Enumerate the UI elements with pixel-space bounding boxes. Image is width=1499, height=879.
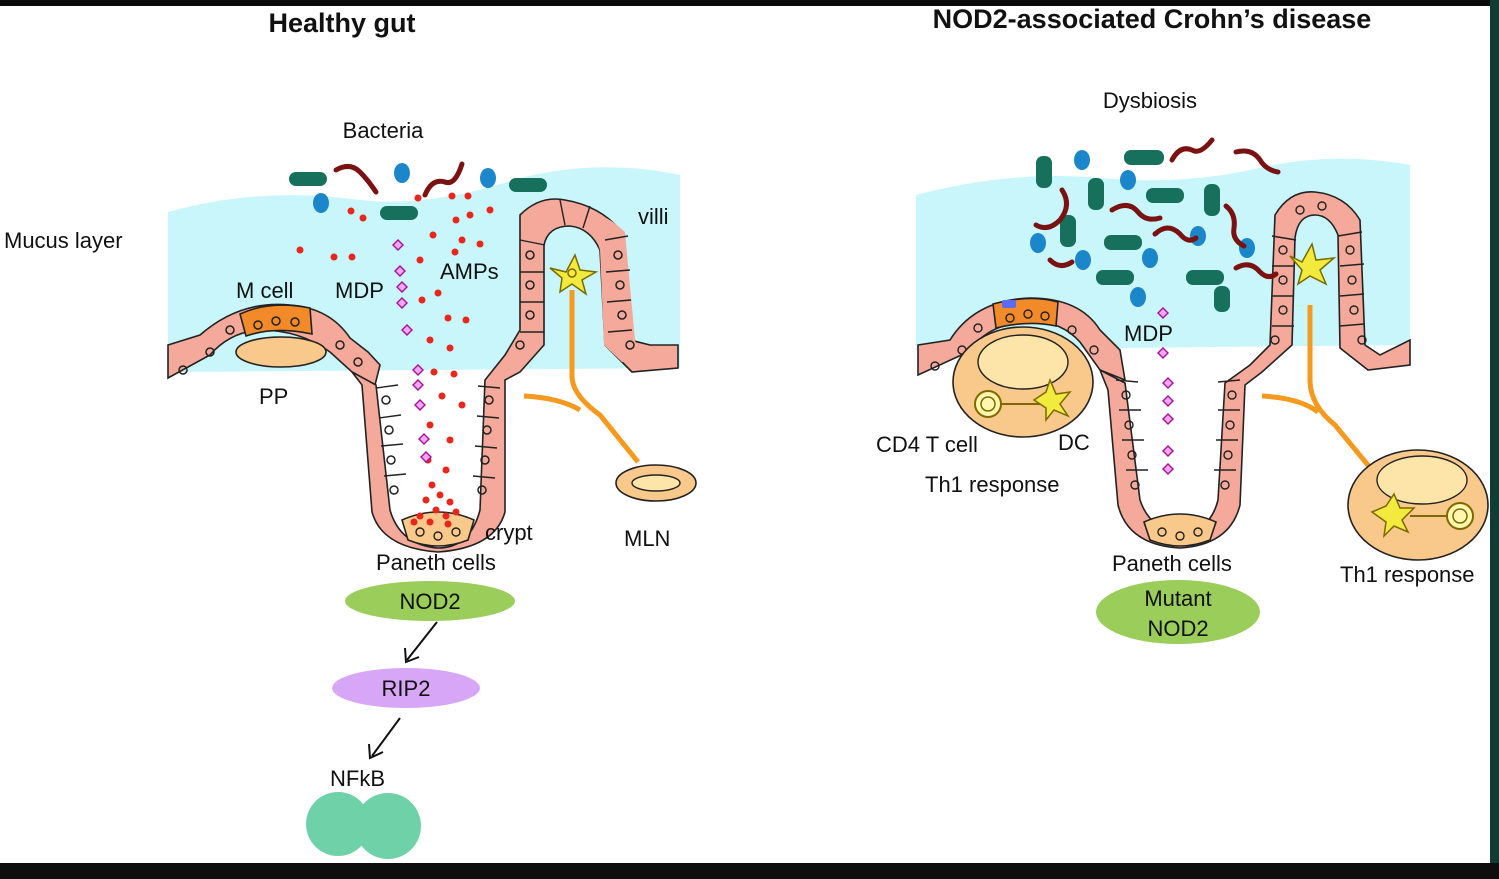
paneth-cells-crohns <box>1143 513 1217 547</box>
crypt-label: crypt <box>485 520 533 545</box>
nfkb-dimer <box>306 792 421 859</box>
th1-response-left-label: Th1 response <box>925 472 1060 497</box>
amps-label: AMPs <box>440 259 499 284</box>
bacteria-rod-icon <box>1204 184 1220 216</box>
m-cell-label: M cell <box>236 278 293 303</box>
mdp-label-healthy: MDP <box>335 278 384 303</box>
bacteria-spiral-icon <box>1152 225 1199 243</box>
bacteria-healthy <box>289 161 547 220</box>
bacteria-rod-icon <box>1088 178 1104 210</box>
dendritic-cell-icon <box>1370 492 1416 539</box>
arrow-nod2-to-rip2 <box>404 621 438 664</box>
mutant-nod2-oval <box>1096 580 1260 644</box>
bacteria-dysbiosis <box>1030 137 1281 312</box>
bacteria-label: Bacteria <box>343 118 424 143</box>
bacteria-spiral-icon <box>1047 257 1075 268</box>
rip2-oval <box>332 668 480 708</box>
bacteria-coccus-icon <box>1142 248 1158 268</box>
cd4-t-cell-label: CD4 T cell <box>876 432 978 457</box>
bacteria-coccus-icon <box>1030 233 1046 253</box>
t-cell-icon <box>1410 502 1474 530</box>
bacteria-coccus-icon <box>1190 226 1206 246</box>
mln-label: MLN <box>624 526 670 551</box>
villi-label: villi <box>638 204 669 229</box>
mucus-layer-label: Mucus layer <box>4 228 123 253</box>
bacteria-rod-icon <box>1214 286 1230 312</box>
nod2-oval <box>345 581 515 621</box>
bacteria-coccus-icon <box>1075 250 1091 270</box>
bacteria-coccus-icon <box>1130 287 1146 307</box>
crohns-panel: NOD2-associated Crohn’s disease <box>876 6 1489 644</box>
th1-response-right-label: Th1 response <box>1340 562 1475 587</box>
bacteria-spiral-icon <box>1169 137 1215 163</box>
dendritic-cell-icon <box>1032 377 1072 423</box>
pp-ellipse <box>235 336 327 368</box>
pp-label: PP <box>259 384 288 409</box>
diagram-svg: Healthy gut <box>4 6 1489 859</box>
bacteria-coccus-icon <box>1074 150 1090 170</box>
mdp-label-crohns: MDP <box>1124 321 1173 346</box>
bacteria-rod-icon <box>1146 188 1184 203</box>
bacteria-rod-icon <box>289 172 327 186</box>
bottom-border <box>0 863 1499 879</box>
lymphatic-vessel-crohns <box>1261 305 1374 472</box>
bacteria-coccus-icon <box>394 163 410 183</box>
top-border <box>0 0 1499 6</box>
arrow-rip2-to-nfkb <box>368 717 401 760</box>
bacteria-spiral-icon <box>1233 262 1279 280</box>
mutant-nod2-label-line1: Mutant <box>1144 586 1211 611</box>
mutant-nod2-label-line2: NOD2 <box>1147 616 1208 641</box>
paneth-cells-label-crohns: Paneth cells <box>1112 551 1232 576</box>
bacteria-coccus-icon <box>1239 238 1255 258</box>
dendritic-cell-icon <box>549 253 599 296</box>
bacteria-rod-icon <box>1036 156 1052 188</box>
rip2-label: RIP2 <box>382 676 431 701</box>
amps-dots <box>296 192 494 528</box>
diagram-canvas: Healthy gut <box>0 6 1490 863</box>
bacteria-coccus-icon <box>1120 170 1136 190</box>
bacteria-rod-icon <box>509 178 547 192</box>
dysbiosis-label: Dysbiosis <box>1103 88 1197 113</box>
bacteria-rod-icon <box>1186 270 1224 285</box>
lymphatic-vessel-healthy <box>523 290 640 464</box>
t-cell-icon <box>974 390 1040 418</box>
mdp-diamonds-crohns <box>1157 307 1174 475</box>
bacteria-spiral-icon <box>1033 187 1069 231</box>
nfkb-label: NFkB <box>330 766 385 791</box>
bacteria-spiral-icon <box>1223 203 1247 249</box>
mdp-diamonds-healthy <box>392 239 432 463</box>
paneth-cells-label-healthy: Paneth cells <box>376 550 496 575</box>
crohns-title: NOD2-associated Crohn’s disease <box>933 6 1372 34</box>
right-border <box>1490 0 1499 879</box>
healthy-panel: Healthy gut <box>4 8 697 859</box>
dendritic-cell-icon <box>1289 241 1337 286</box>
bacteria-spiral-icon <box>1109 203 1163 222</box>
bacteria-rod-icon <box>380 206 418 220</box>
bacteria-coccus-icon <box>480 168 496 188</box>
bacteria-spiral-icon <box>422 161 465 198</box>
bacteria-spiral-icon <box>1233 148 1281 175</box>
bacteria-coccus-icon <box>313 193 329 213</box>
bacteria-rod-icon <box>1096 270 1134 285</box>
paneth-cells-healthy <box>401 511 475 547</box>
bacteria-rod-icon <box>1124 150 1164 165</box>
dc-label: DC <box>1058 430 1090 455</box>
bacteria-rod-icon <box>1060 215 1076 247</box>
bacteria-spiral-icon <box>333 164 379 195</box>
nod2-label: NOD2 <box>399 589 460 614</box>
healthy-title: Healthy gut <box>268 8 415 38</box>
bacteria-rod-icon <box>1104 235 1142 250</box>
